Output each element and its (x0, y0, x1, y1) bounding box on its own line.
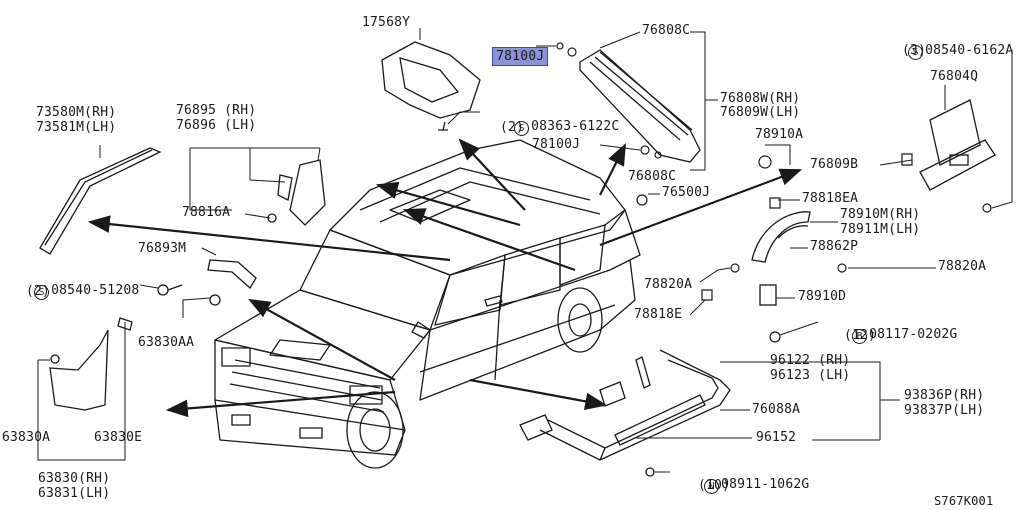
part-qty-08911: (10) (698, 478, 731, 493)
callout-arrows (87, 138, 803, 418)
part-label-78910d: 78910D (798, 289, 847, 304)
part-label-78820a-left: 78820A (644, 277, 693, 292)
part-label-63830rh: 63830(RH) (38, 471, 111, 486)
step-rail-part (519, 349, 731, 477)
part-label-63830e: 63830E (94, 430, 143, 445)
n-circle-icon: N (704, 479, 720, 494)
part-label-78910a: 78910A (755, 127, 804, 142)
part-label-78911m: 78911M(LH) (840, 222, 921, 237)
diagram-id: S767K001 (934, 494, 994, 508)
part-label-63831lh: 63831(LH) (38, 486, 111, 501)
part-label-78910m: 78910M(RH) (840, 207, 921, 222)
part-label-76808w: 76808W(RH) (720, 91, 801, 106)
part-label-76809w: 76809W(LH) (720, 105, 801, 120)
spoiler-part (579, 49, 701, 163)
s-circle-icon: S (514, 121, 530, 136)
part-label-63830aa: 63830AA (138, 335, 195, 350)
part-label-76896: 76896 (LH) (176, 118, 257, 133)
roof-molding-part (39, 147, 162, 255)
wheel-arch-part (751, 211, 811, 306)
part-label-73581m: 73581M(LH) (36, 120, 117, 135)
part-label-78818e: 78818E (634, 307, 683, 322)
mudguard-front-part (49, 317, 133, 411)
part-label-78100j-mid: 78100J (532, 137, 581, 152)
part-label-76088a: 76088A (752, 402, 801, 417)
highlight-box[interactable]: 78100J (492, 47, 549, 66)
part-label-96123: 96123 (LH) (770, 368, 851, 383)
bracket-76893m-part (157, 259, 257, 306)
part-label-76808c-top: 76808C (642, 23, 691, 38)
part-label-78818ea: 78818EA (802, 191, 859, 206)
part-qty-08363: (2) (500, 120, 525, 135)
part-label-17568y: 17568Y (362, 15, 411, 30)
s-circle-icon: S (34, 285, 50, 300)
part-label-76809b: 76809B (810, 157, 859, 172)
leader-lines (37, 28, 1013, 473)
part-label-76893m: 76893M (138, 241, 187, 256)
part-label-78862p: 78862P (810, 239, 859, 254)
part-label-76895: 76895 (RH) (176, 103, 257, 118)
rear-bracket-part (919, 99, 996, 191)
part-label-96152: 96152 (756, 430, 797, 445)
part-label-73580m: 73580M(RH) (36, 105, 117, 120)
tray-part (381, 41, 481, 131)
part-label-96122: 96122 (RH) (770, 353, 851, 368)
part-label-93836p: 93836P(RH) (904, 388, 985, 403)
part-qty-08540-51208: (2) (26, 284, 51, 299)
fasteners (556, 42, 992, 343)
part-label-78820a-right: 78820A (938, 259, 987, 274)
part-qty-08117: (12) (844, 328, 877, 343)
s-circle-icon: S (908, 45, 924, 60)
part-label-76804q: 76804Q (930, 69, 979, 84)
mudguard-rear-part (267, 159, 326, 226)
part-label-78816a: 78816A (182, 205, 231, 220)
part-label-76500j: 76500J (662, 185, 711, 200)
part-label-63830a: 63830A (2, 430, 51, 445)
part-label-76808c-mid: 76808C (628, 169, 677, 184)
part-qty-08540-6162a: (3) (902, 43, 927, 58)
b-circle-icon: B (852, 329, 868, 344)
part-label-78100j-highlighted[interactable]: 78100J (460, 36, 549, 78)
part-label-93837p: 93837P(LH) (904, 403, 985, 418)
